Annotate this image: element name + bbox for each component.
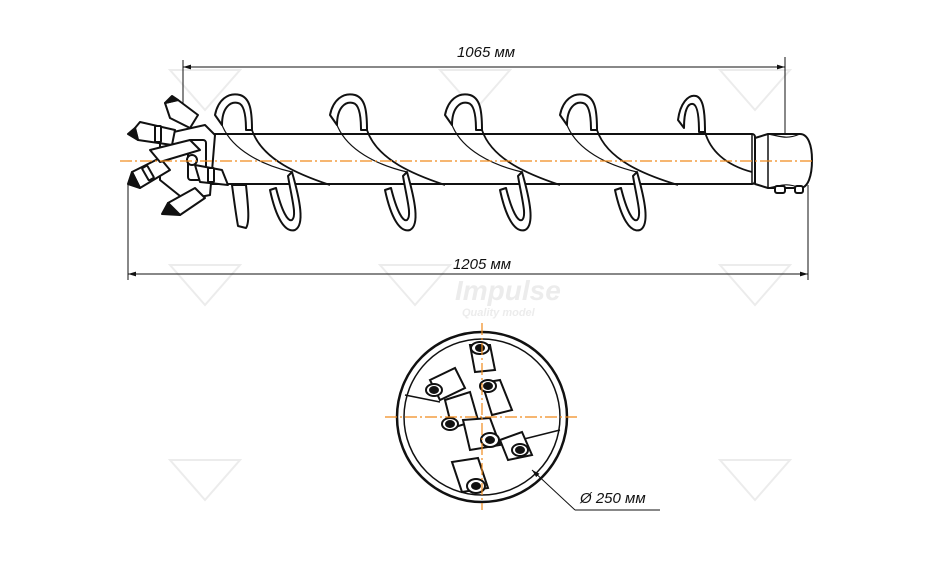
auger-side-view [127, 93, 813, 232]
auger-hex-adapter [754, 133, 813, 194]
cutter-tooth-icon [194, 164, 229, 186]
end-view-teeth [425, 341, 534, 494]
cutter-tooth-icon [161, 187, 206, 216]
cutter-tooth-icon [425, 366, 467, 402]
cutter-tooth-icon [127, 157, 171, 189]
cutter-tooth-icon [479, 378, 514, 417]
cutter-tooth-icon [450, 456, 490, 494]
cutter-tooth-icon [127, 121, 176, 146]
dimension-top-length: 1065 мм [182, 44, 786, 140]
watermark: Impulse Quality model [167, 69, 793, 502]
auger-helix [221, 124, 753, 186]
dimension-top-length-label: 1065 мм [457, 44, 515, 61]
cutter-tooth-icon [164, 95, 199, 129]
auger-shaft [199, 133, 756, 185]
watermark-tagline: Quality model [462, 307, 536, 319]
watermark-logo-icon [167, 69, 793, 502]
dimension-diameter-label: Ø 250 мм [579, 490, 646, 507]
auger-cutting-head [127, 95, 229, 216]
auger-flights [214, 93, 706, 133]
watermark-brand: Impulse [455, 275, 561, 306]
dimension-total-length-label: 1205 мм [453, 256, 511, 273]
auger-flights-lower [231, 171, 647, 232]
cutter-tooth-icon [498, 430, 534, 462]
dimension-total-length: 1205 мм [127, 185, 809, 280]
centerline-end [385, 323, 578, 510]
dimension-diameter: Ø 250 мм [531, 469, 660, 511]
